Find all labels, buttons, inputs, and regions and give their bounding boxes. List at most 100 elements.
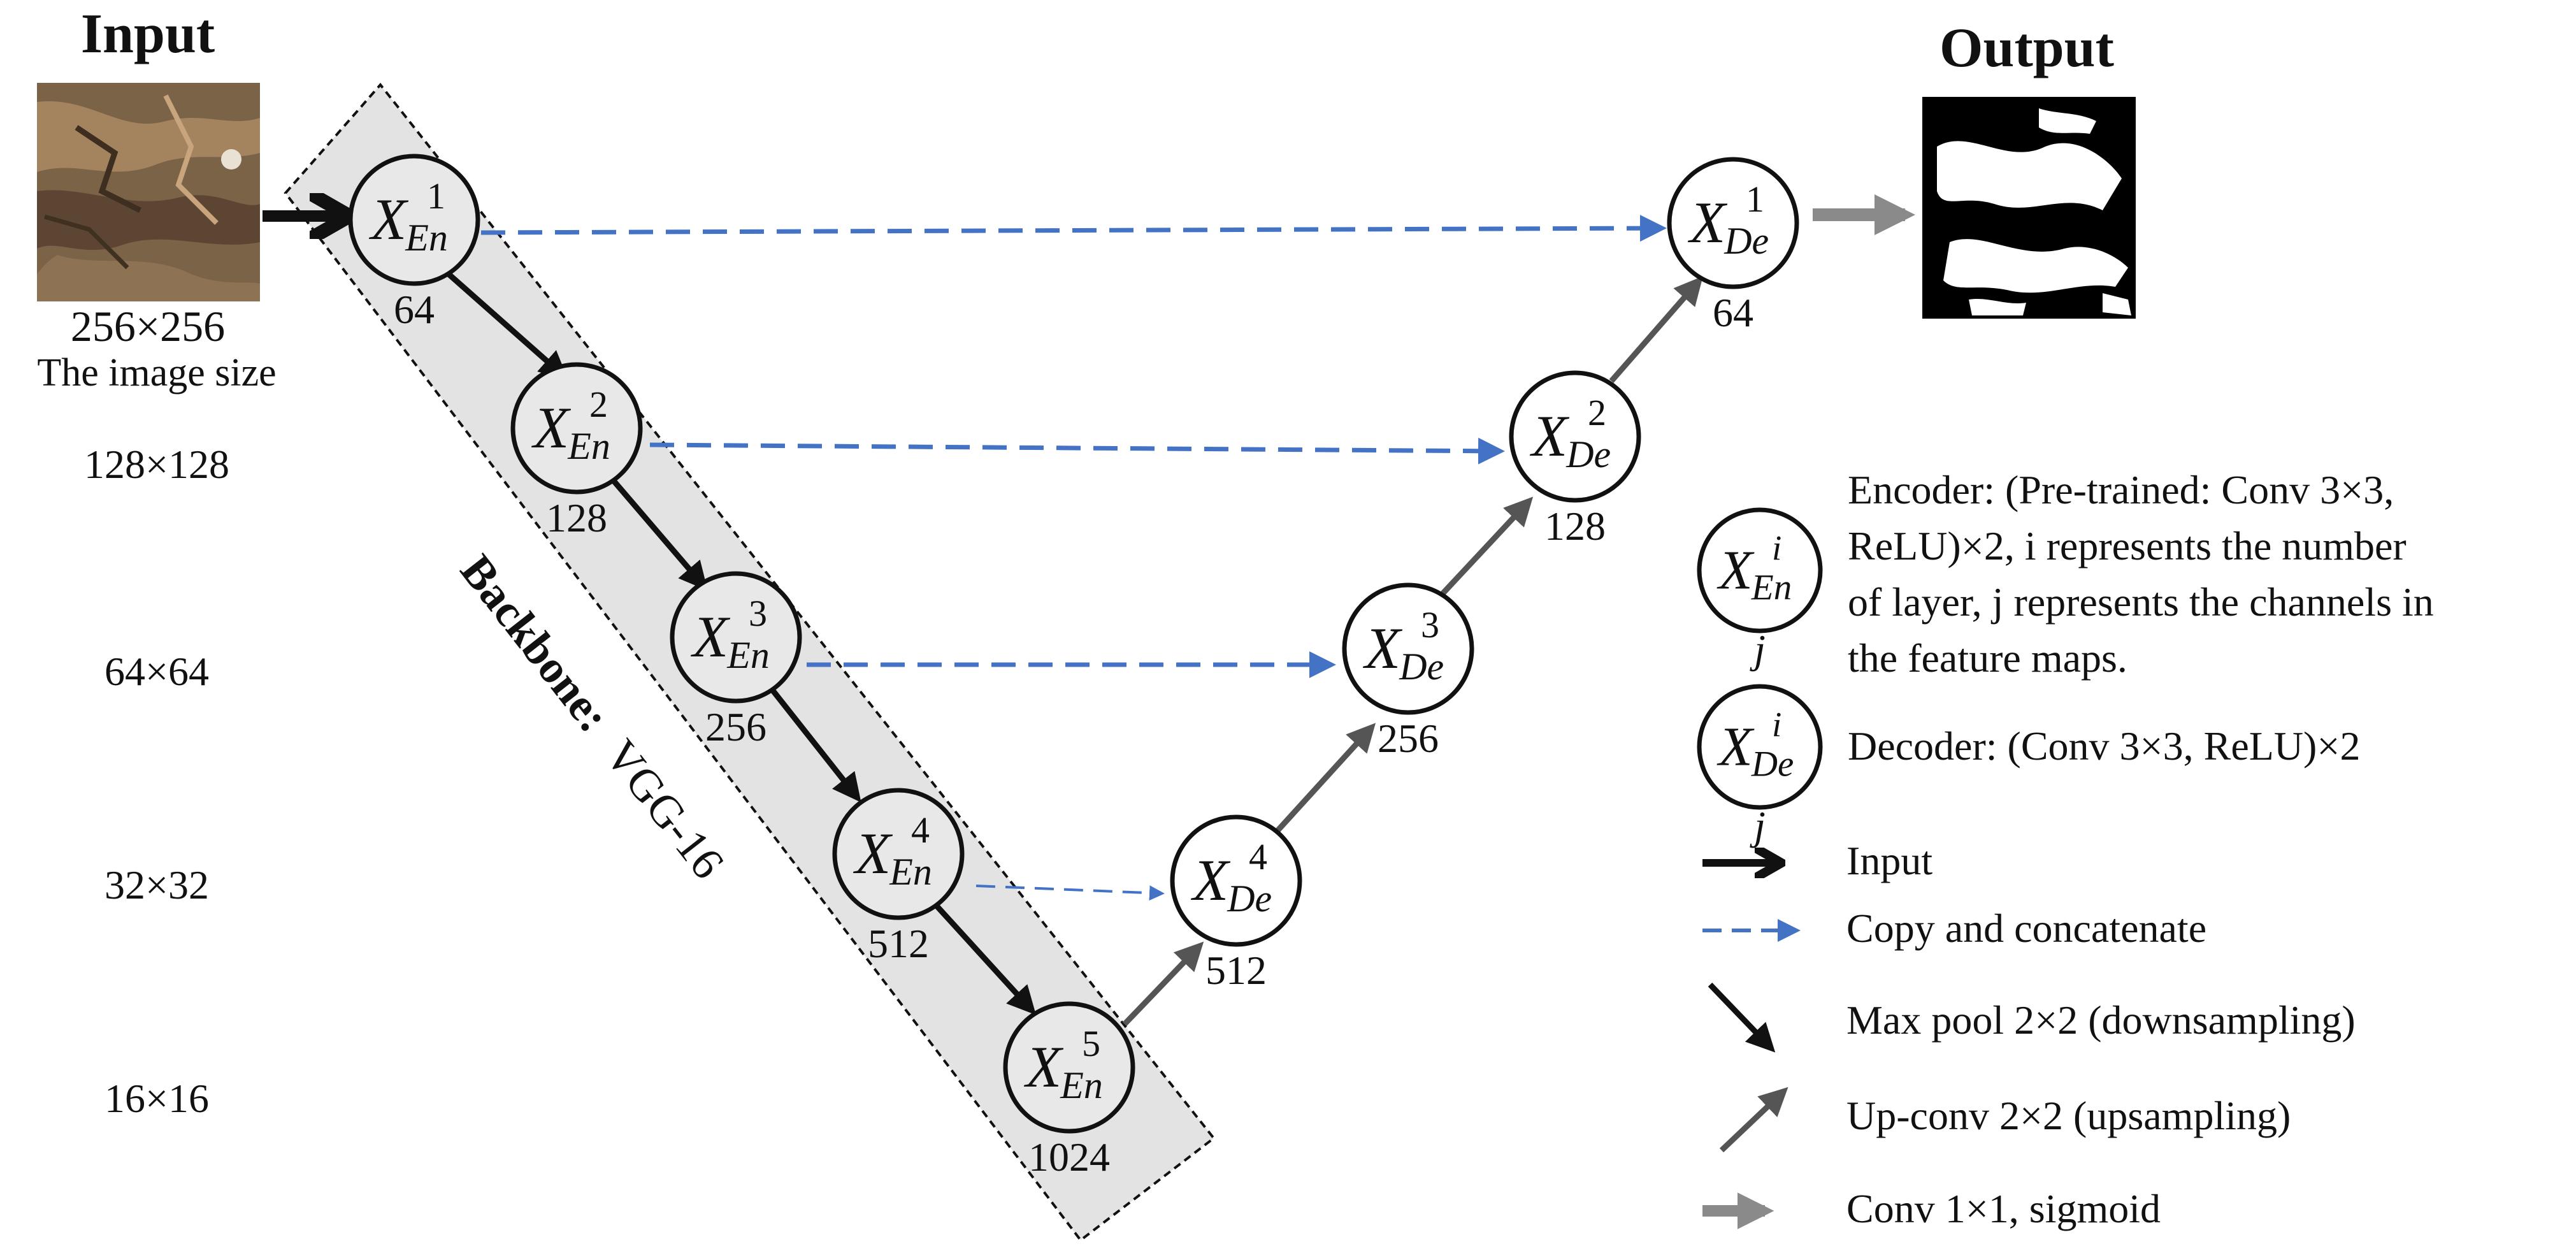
encoder-node-1-symbol-superscript: 1	[427, 175, 445, 217]
encoder-node-4-channels: 512	[868, 921, 929, 966]
legend-decoder-node-circle	[1697, 684, 1823, 810]
maxpool-arrow-1	[447, 271, 568, 380]
decoder-node-3-circle	[1342, 582, 1474, 715]
decoder-node-1-symbol: XDe	[1687, 190, 1769, 262]
decoder-node-3-symbol-subscript: De	[1399, 646, 1444, 688]
decoder-node-2-symbol-subscript: De	[1565, 433, 1611, 475]
encoder-node-1-symbol: XEn	[368, 187, 448, 259]
legend-copy-text: Copy and concatenate	[1846, 906, 2206, 951]
decoder-node-2-channels: 128	[1544, 503, 1606, 549]
encoder-node-1-symbol-base: X	[368, 187, 409, 252]
legend-upconv-text: Up-conv 2×2 (upsampling)	[1846, 1093, 2291, 1138]
legend-encoder-node-symbol: XEn	[1716, 539, 1792, 608]
legend-encoder-node-channels: j	[1750, 626, 1766, 672]
encoder-node-2-symbol-superscript: 2	[589, 384, 608, 425]
scale-label-128: 128×128	[84, 442, 229, 487]
encoder-node-2-symbol-base: X	[531, 395, 572, 460]
decoder-node-3-symbol: XDe	[1362, 616, 1444, 688]
encoder-node-2-symbol-subscript: En	[567, 425, 610, 467]
encoder-node-1-circle	[348, 154, 480, 286]
input-satellite-image	[37, 83, 260, 301]
upconv-arrows	[1122, 276, 1703, 1027]
legend-upconv-arrow	[1719, 1087, 1788, 1153]
encoder-node-5-symbol-superscript: 5	[1082, 1023, 1100, 1064]
legend-encoder-line-4: the feature maps.	[1848, 635, 2127, 681]
legend-encoder-node-circle	[1697, 507, 1823, 633]
decoder-node-2-circle	[1509, 370, 1641, 503]
encoder-node-1-symbol-subscript: En	[405, 217, 448, 259]
output-segmentation-mask	[1922, 97, 2136, 319]
skip-connection-1	[480, 215, 1667, 242]
decoder-node-3-symbol-superscript: 3	[1421, 604, 1439, 646]
decoder-node-4-symbol-subscript: De	[1227, 878, 1272, 920]
input-size-label: 256×256	[71, 302, 225, 351]
encoder-node-4-circle	[832, 788, 965, 920]
decoder-node-4-symbol-base: X	[1190, 848, 1231, 913]
decoder-node-2-symbol-base: X	[1529, 403, 1570, 468]
scale-label-32: 32×32	[104, 862, 209, 908]
encoder-node-3-symbol-superscript: 3	[749, 593, 767, 634]
decoder-node-1-symbol-subscript: De	[1723, 220, 1769, 262]
encoder-node-2-circle	[510, 362, 643, 495]
legend-maxpool-arrow	[1708, 982, 1776, 1053]
maxpool-arrow-2	[610, 477, 708, 591]
encoder-node-3-symbol: XEn	[690, 604, 770, 676]
encoder-node-4-symbol-superscript: 4	[911, 809, 930, 851]
encoder-node-5-symbol-subscript: En	[1060, 1064, 1103, 1106]
input-size-caption: The image size	[37, 351, 276, 394]
decoder-node-4-symbol-superscript: 4	[1249, 836, 1267, 878]
encoder-node-4-symbol-subscript: En	[889, 851, 932, 893]
decoder-node-2-symbol-superscript: 2	[1588, 392, 1606, 433]
scale-labels: 128×128 64×64 32×32 16×16	[84, 442, 229, 1121]
maxpool-arrow-3	[766, 684, 861, 803]
skip-connection-2	[649, 437, 1505, 465]
upconv-arrow-2	[1272, 723, 1376, 837]
legend-encoder-text: Encoder: (Pre-trained: Conv 3×3, ReLU)×2…	[1848, 467, 2444, 681]
maxpool-arrows	[447, 271, 1037, 1015]
legend-input-text: Input	[1846, 838, 1932, 883]
legend-encoder-node-symbol-base: X	[1716, 539, 1755, 601]
encoder-node-1-channels: 64	[394, 287, 435, 332]
legend-maxpool-text: Max pool 2×2 (downsampling)	[1846, 997, 2356, 1043]
decoder-node-3-symbol-base: X	[1362, 616, 1403, 681]
maxpool-arrow-4	[932, 900, 1037, 1015]
legend-encoder-node-symbol-subscript: En	[1751, 568, 1792, 608]
legend-encoder-node-symbol-superscript: i	[1772, 528, 1781, 567]
scale-label-64: 64×64	[104, 649, 209, 694]
encoder-node-3-circle	[670, 571, 802, 704]
legend-encoder-line-3: of layer, j represents the channels in	[1848, 579, 2434, 625]
decoder-node-4-symbol: XDe	[1190, 848, 1272, 920]
encoder-node-2-channels: 128	[546, 495, 607, 540]
encoder-node-3-symbol-subscript: En	[726, 634, 770, 676]
legend-decoder-node-symbol-base: X	[1716, 716, 1755, 777]
scale-label-16: 16×16	[104, 1076, 209, 1121]
decoder-node-1-circle	[1667, 157, 1799, 289]
decoder-node-1-symbol-superscript: 1	[1746, 178, 1764, 220]
legend-decoder-node-channels: j	[1750, 803, 1766, 848]
legend-encoder-line-2: ReLU)×2, i represents the number	[1848, 523, 2407, 568]
legend-decoder-node-symbol: XDe	[1716, 716, 1794, 785]
decoder-node-1-channels: 64	[1713, 290, 1753, 335]
encoder-node-5-symbol-base: X	[1023, 1034, 1064, 1099]
decoder-node-1-symbol-base: X	[1687, 190, 1728, 255]
legend-decoder-node-symbol-subscript: De	[1751, 744, 1794, 785]
decoder-node-4-circle	[1170, 814, 1302, 947]
encoder-node-4-symbol: XEn	[853, 821, 932, 893]
skip-connection-4	[975, 885, 1165, 901]
encoder-node-3-symbol-base: X	[690, 604, 731, 669]
